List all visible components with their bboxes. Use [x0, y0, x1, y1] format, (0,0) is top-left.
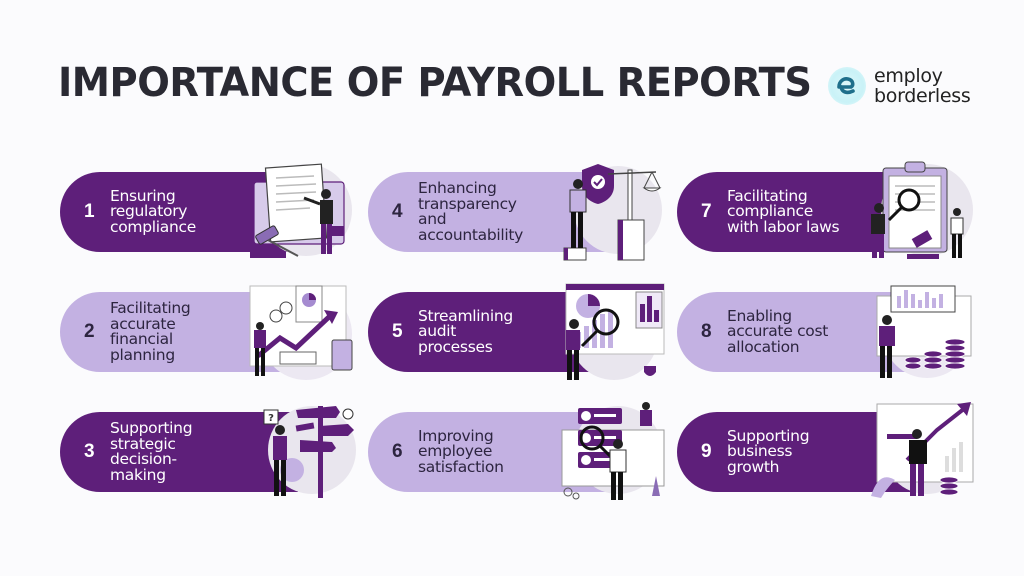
card-8: 8 Enabling accurate cost allocation [677, 280, 977, 390]
card-number: 8 [701, 321, 712, 342]
card-label: Enhancing transparency and accountabilit… [418, 172, 568, 252]
card-pill: 4 Enhancing transparency and accountabil… [368, 172, 606, 252]
svg-text:?: ? [268, 413, 274, 424]
card-number: 5 [392, 321, 403, 342]
card-9: 9 Supporting business growth [677, 400, 977, 510]
magnifier-dashboard-illustration [548, 280, 668, 388]
card-number: 7 [701, 201, 712, 222]
card-label: Improving employee satisfaction [418, 412, 568, 492]
label-line: Facilitating [110, 299, 191, 317]
card-number: 9 [701, 441, 712, 462]
label-line: with labor laws [727, 217, 840, 236]
card-number: 3 [84, 441, 95, 462]
label-line: Ensuring [110, 186, 176, 205]
label-line: business [727, 442, 793, 461]
card-pill: 9 Supporting business growth [677, 412, 915, 492]
label-line: accurate [110, 314, 176, 333]
card-label: Ensuring regulatory compliance [110, 172, 260, 252]
card-4: 4 Enhancing transparency and accountabil… [368, 160, 668, 270]
label-line: regulatory [110, 202, 188, 221]
label-line: Enhancing [418, 179, 497, 197]
legal-document-gavel-illustration [240, 160, 360, 268]
label-line: employee [418, 442, 493, 461]
company-logo: employ borderless [828, 66, 971, 106]
card-label: Streamlining audit processes [418, 292, 568, 372]
card-number: 2 [84, 321, 95, 342]
card-pill: 3 Supporting strategic decision- making [60, 412, 298, 492]
label-line: Improving [418, 426, 494, 445]
card-number: 4 [392, 201, 403, 222]
logo-wordmark: employ borderless [874, 66, 971, 106]
logo-line-1: employ [874, 65, 943, 87]
label-line: strategic [110, 434, 176, 453]
page-title: IMPORTANCE OF PAYROLL REPORTS [58, 60, 812, 106]
label-line: transparency [418, 194, 517, 213]
label-line: satisfaction [418, 457, 504, 476]
card-label: Supporting business growth [727, 412, 877, 492]
label-line: compliance [110, 217, 196, 236]
label-line: decision- [110, 450, 177, 468]
e-logo-icon [828, 67, 866, 105]
card-5: 5 Streamlining audit processes [368, 280, 668, 390]
label-line: Enabling [727, 306, 792, 325]
label-line: accountability [418, 225, 524, 244]
clipboard-magnifier-illustration [857, 160, 977, 268]
label-line: growth [727, 457, 780, 476]
card-1: 1 Ensuring regulatory compliance [60, 160, 360, 270]
coins-chart-illustration [857, 280, 977, 388]
card-label: Enabling accurate cost allocation [727, 292, 877, 372]
card-2: 2 Facilitating accurate financial planni… [60, 280, 360, 390]
shield-scales-illustration [548, 160, 668, 268]
card-3: 3 Supporting strategic decision- making … [60, 400, 360, 510]
logo-line-2: borderless [874, 85, 971, 107]
signpost-telescope-illustration: ? [240, 400, 360, 508]
card-number: 1 [84, 201, 95, 222]
growth-arrow-illustration [857, 400, 977, 508]
card-7: 7 Facilitating compliance with labor law… [677, 160, 977, 270]
label-line: and [418, 210, 447, 228]
card-label: Supporting strategic decision- making [110, 412, 260, 492]
label-line: making [110, 465, 166, 484]
label-line: Facilitating [727, 186, 808, 205]
card-label: Facilitating accurate financial planning [110, 292, 260, 372]
label-line: Streamlining [418, 306, 513, 325]
label-line: processes [418, 337, 493, 356]
card-number: 6 [392, 441, 403, 462]
label-line: compliance [727, 202, 813, 221]
card-label: Facilitating compliance with labor laws [727, 172, 877, 252]
label-line: Supporting [110, 419, 193, 437]
employee-ratings-illustration [548, 400, 668, 508]
label-line: allocation [727, 337, 800, 356]
label-line: financial [110, 330, 173, 348]
label-line: Supporting [727, 426, 810, 445]
label-line: planning [110, 345, 175, 364]
financial-growth-chart-illustration [240, 280, 360, 388]
label-line: accurate cost [727, 322, 829, 341]
card-6: 6 Improving employee satisfaction [368, 400, 668, 510]
label-line: audit [418, 322, 457, 341]
card-pill: 8 Enabling accurate cost allocation [677, 292, 915, 372]
